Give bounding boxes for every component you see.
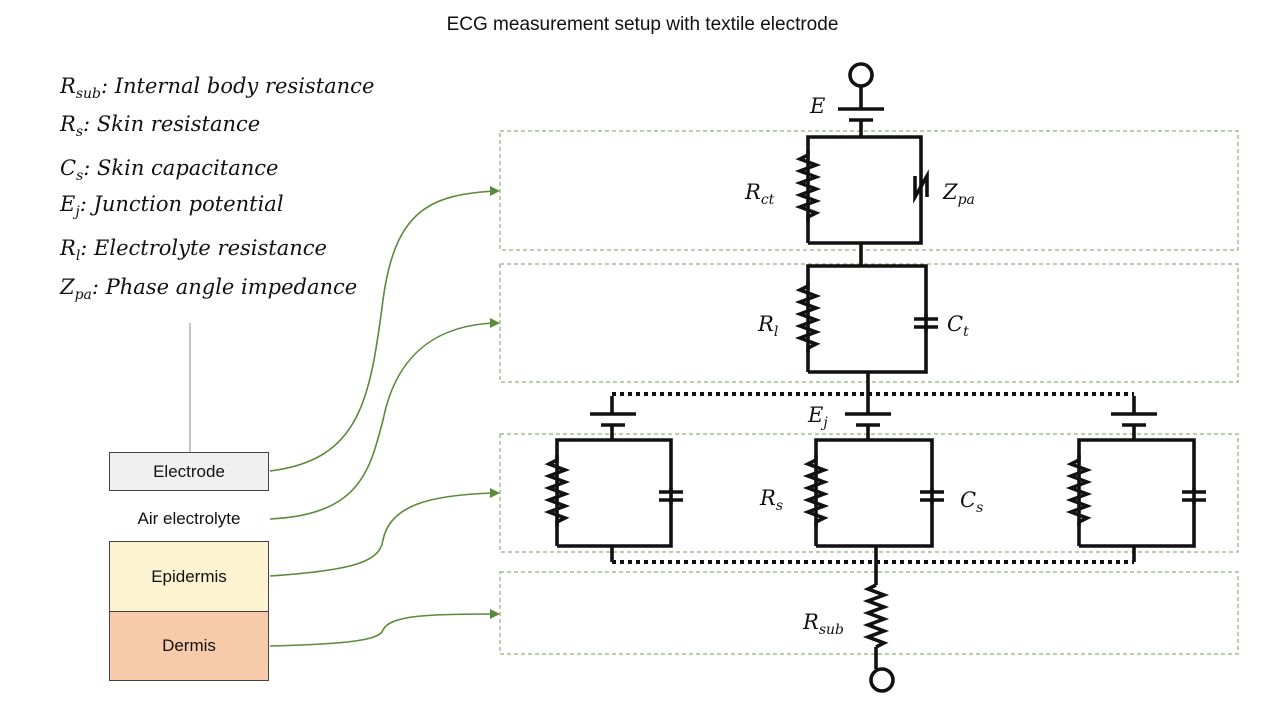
arrow-head-electrode (490, 186, 500, 196)
connector-epidermis (269, 492, 495, 577)
arrow-head-dermis (490, 609, 500, 619)
legend-description: : Electrolyte resistance (80, 236, 327, 260)
label-zpa: Zpa (943, 180, 975, 209)
region-box-electrolyte (499, 263, 1239, 383)
connector-dermis (269, 613, 495, 647)
label-ct: Ct (947, 312, 969, 341)
legend-item-rl: Rl: Electrolyte resistance (60, 236, 327, 264)
legend-item-rsub: Rsub: Internal body resistance (60, 74, 374, 102)
label-rsub: Rsub (803, 610, 844, 639)
block-skin-right-frame (1077, 438, 1196, 548)
connector-electrode (269, 190, 495, 472)
legend-symbol: Rsub (60, 74, 101, 103)
legend-description: : Skin capacitance (83, 156, 279, 180)
label-rs: Rs (760, 486, 783, 515)
block-rl-ct-frame (806, 264, 928, 374)
top-terminal (848, 62, 874, 88)
legend-symbol: Rs (60, 112, 83, 141)
legend-symbol: Cs (60, 156, 84, 185)
circuit-wiring (543, 62, 1206, 693)
region-box-dermis (499, 571, 1239, 655)
label-rct: Rct (745, 180, 775, 209)
layer-air-electrolyte: Air electrolyte (137, 509, 241, 528)
legend-item-ej: Ej: Junction potential (60, 192, 284, 220)
resistor-rl (794, 282, 822, 352)
label-cs: Cs (960, 488, 984, 517)
dotted-interconnects (612, 392, 1134, 564)
legend-item-cs: Cs: Skin capacitance (60, 156, 278, 184)
resistor-skin-left (543, 455, 571, 526)
arrow-head-epidermis (490, 488, 500, 498)
connector-air-electrolyte (269, 322, 495, 520)
legend-description: : Phase angle impedance (91, 275, 358, 299)
bottom-terminal (869, 667, 895, 693)
resistor-rsub (862, 583, 890, 649)
layer-epidermis: Epidermis (109, 541, 269, 612)
phase-element-zpa (913, 169, 929, 204)
legend-symbol: Zpa (60, 275, 92, 304)
legend-symbol: Rl (60, 236, 81, 265)
legend-description: : Skin resistance (83, 112, 261, 136)
legend-symbol: Ej (60, 192, 80, 221)
arrow-head-air-electrolyte (490, 318, 500, 328)
layer-electrode: Electrode (109, 452, 269, 491)
layer-dermis: Dermis (109, 611, 269, 681)
resistor-skin-right (1065, 455, 1093, 526)
resistor-rct (794, 150, 822, 222)
legend-item-rs: Rs: Skin resistance (60, 112, 260, 140)
label-rl: Rl (758, 312, 779, 341)
resistor-rs (802, 455, 830, 526)
block-skin-center-frame (814, 438, 934, 548)
diagram-title: ECG measurement setup with textile elect… (446, 14, 839, 35)
legend-description: : Junction potential (79, 192, 284, 216)
region-box-epidermis (499, 433, 1239, 553)
block-skin-left-frame (555, 438, 673, 548)
region-box-electrode (499, 130, 1239, 251)
label-ej: Ej (808, 403, 828, 432)
connectors (269, 186, 500, 647)
block-rct-zpa-frame (806, 135, 923, 245)
label-e: E (810, 94, 826, 118)
legend-description: : Internal body resistance (100, 74, 375, 98)
legend-item-zpa: Zpa: Phase angle impedance (60, 275, 357, 303)
